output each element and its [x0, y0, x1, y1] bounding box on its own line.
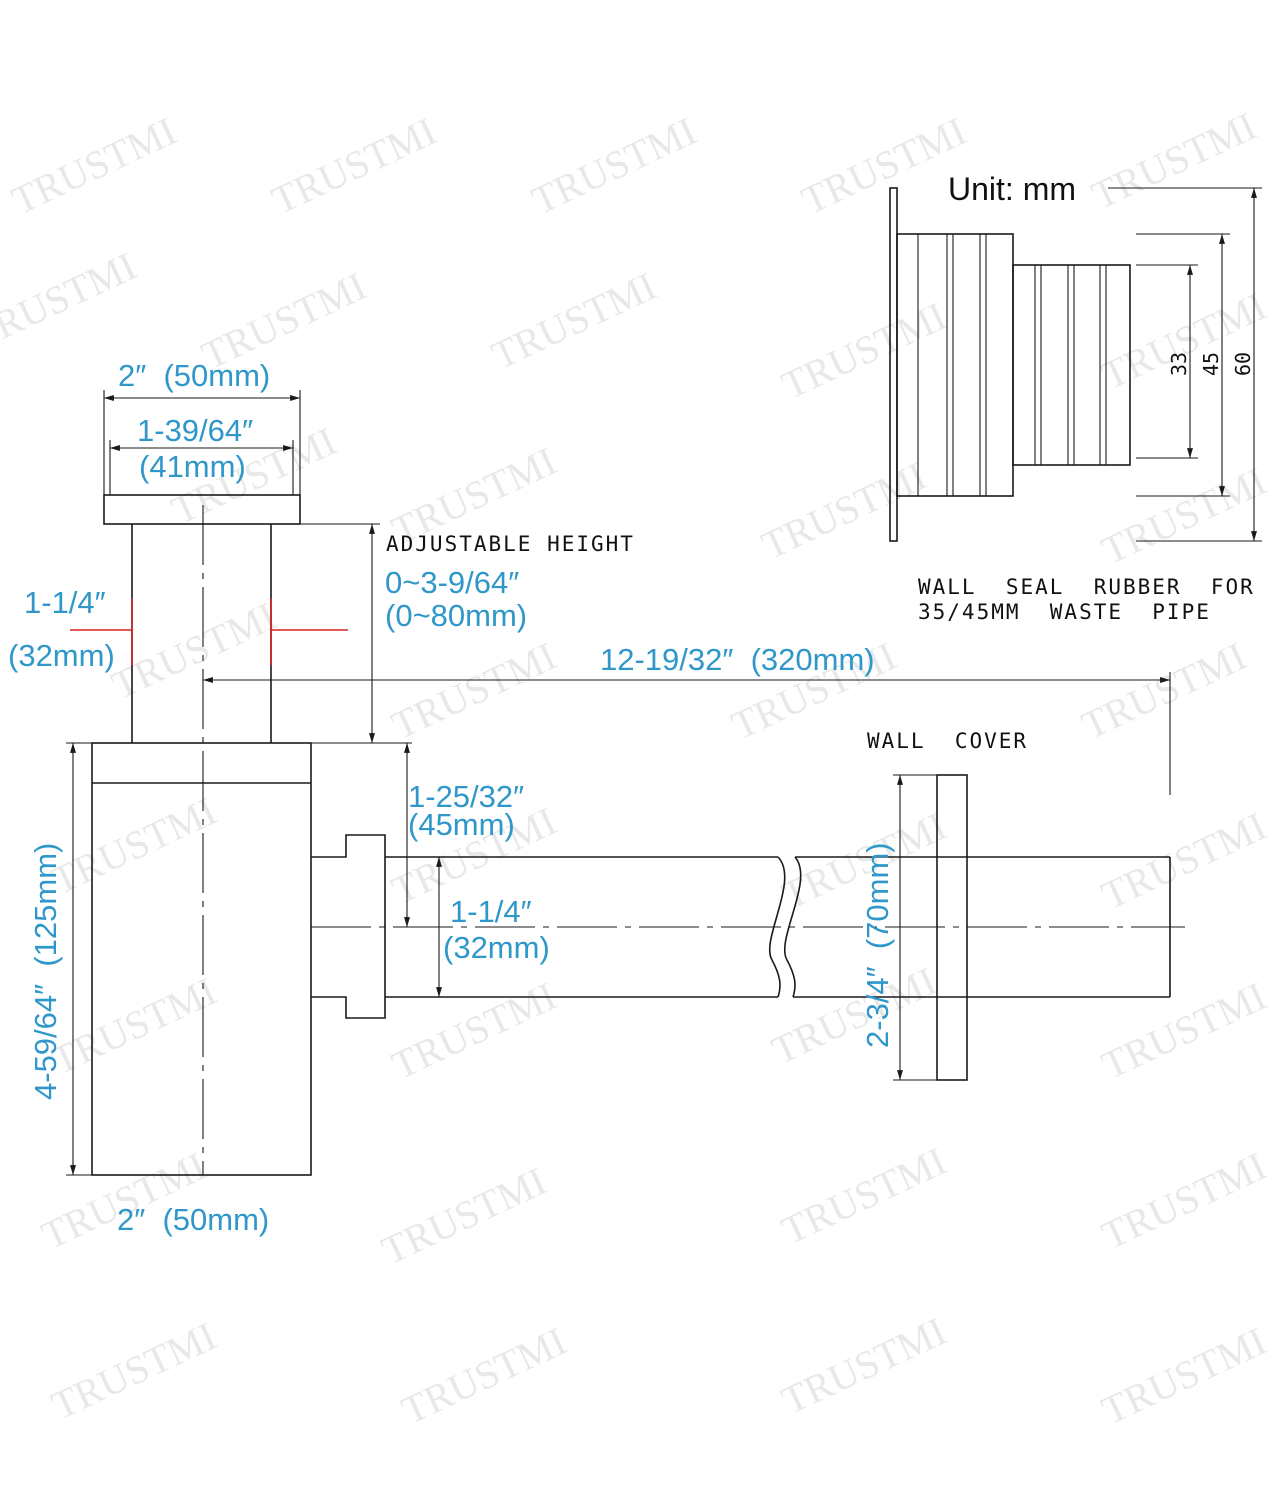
seal-title-line1: WALL SEAL RUBBER FOR [918, 575, 1255, 599]
wall-cover-dia-label: 2-3/4″ (70mm) [860, 842, 895, 1048]
watermark: TRUSTMI [1075, 633, 1253, 748]
outlet-dia-in-label: 1-1/4″ [450, 894, 532, 929]
watermark: TRUSTMI [0, 243, 143, 358]
inlet-dia-in-label: 1-1/4″ [24, 585, 106, 620]
watermark: TRUSTMI [1095, 973, 1273, 1088]
unit-label: Unit: mm [948, 171, 1076, 207]
bottle-trap-drawing [70, 494, 1185, 1176]
watermark: TRUSTMI [45, 788, 223, 903]
seal-dim-33-label: 33 [1167, 352, 1191, 376]
seal-title-line2: 35/45MM WASTE PIPE [918, 600, 1211, 624]
watermark: TRUSTMI [1095, 803, 1273, 918]
outlet-length-label: 12-19/32″ (320mm) [600, 642, 875, 677]
inlet-dia-mm-label: (32mm) [8, 638, 115, 673]
adjustable-height-mm-label: (0~80mm) [385, 598, 527, 633]
dimension-lines [66, 390, 1171, 1176]
watermark: TRUSTMI [5, 108, 183, 223]
watermark: TRUSTMI [45, 968, 223, 1083]
labels: Unit: mm 2″ (50mm) 1-39/64″ (41mm) ADJUS… [8, 171, 1255, 1237]
adjustable-height-title: ADJUSTABLE HEIGHT [386, 532, 635, 556]
watermark: TRUSTMI [485, 263, 663, 378]
outlet-height-in-label: 1-25/32″ [408, 779, 524, 814]
watermark: TRUSTMI [45, 1313, 223, 1428]
watermark: TRUSTMI [1095, 458, 1273, 573]
pipe-break-left [769, 856, 786, 998]
watermark: TRUSTMI [395, 1318, 573, 1433]
seal-small-ring [1012, 264, 1131, 466]
wall-cover-title: WALL COVER [867, 729, 1028, 753]
watermark: TRUSTMI [35, 1143, 213, 1258]
adjustable-height-in-label: 0~3-9/64″ [385, 565, 519, 600]
watermark: TRUSTMI [1095, 283, 1273, 398]
watermark: TRUSTMI [1085, 103, 1263, 218]
top-outer-width-label: 2″ (50mm) [118, 358, 270, 393]
trap-body [91, 742, 312, 1176]
watermark: TRUSTMI [775, 1308, 953, 1423]
outlet-height-mm-label: (45mm) [408, 807, 515, 842]
watermark: TRUSTMI [375, 1158, 553, 1273]
watermark: TRUSTMI [755, 453, 933, 568]
watermark: TRUSTMI [775, 293, 953, 408]
seal-dim-60-label: 60 [1231, 352, 1255, 376]
watermark: TRUSTMI [525, 108, 703, 223]
watermark: TRUSTMI [265, 108, 443, 223]
pipe-break-right [784, 856, 802, 998]
body-height-label: 4-59/64″ (125mm) [28, 843, 63, 1100]
wall-seal-drawing [889, 187, 1262, 542]
watermark: TRUSTMI [385, 633, 563, 748]
top-inner-width-in-label: 1-39/64″ [137, 413, 253, 448]
top-inner-width-mm-label: (41mm) [139, 449, 246, 484]
watermark: TRUSTMI [775, 1138, 953, 1253]
watermark: TRUSTMI [795, 108, 973, 223]
top-cap [103, 494, 301, 525]
watermark: TRUSTMI [765, 958, 943, 1073]
bottom-width-label: 2″ (50mm) [117, 1202, 269, 1237]
seal-dim-45-label: 45 [1199, 352, 1223, 376]
outlet-dia-mm-label: (32mm) [443, 930, 550, 965]
watermark: TRUSTMI [385, 973, 563, 1088]
watermark: TRUSTMI [1095, 1318, 1273, 1433]
watermark: TRUSTMI [1095, 1143, 1273, 1258]
wall-cover [936, 774, 968, 1081]
